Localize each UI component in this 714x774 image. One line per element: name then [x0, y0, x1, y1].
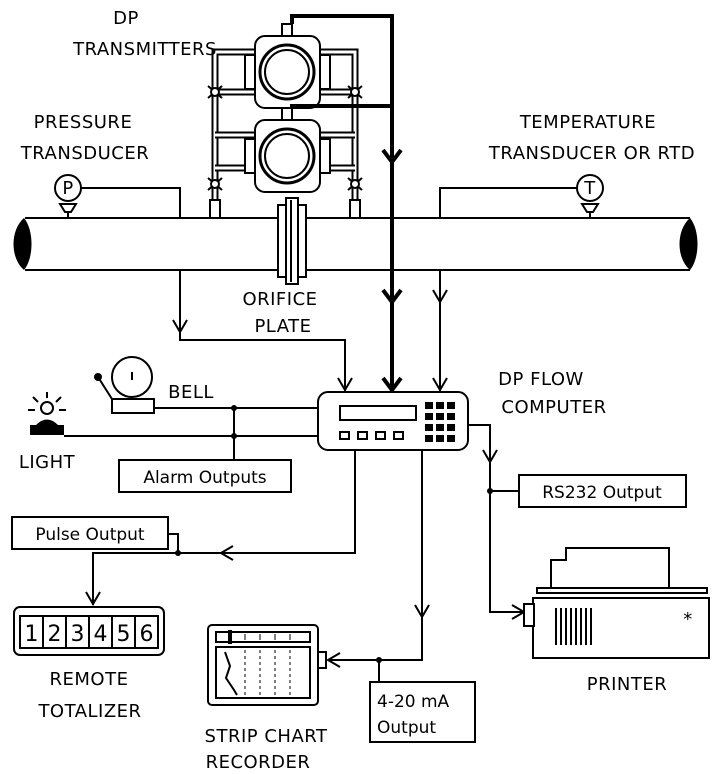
light-icon: [28, 392, 66, 435]
ma-output-label-2: Output: [377, 718, 436, 738]
rs232-output-box: RS232 Output: [518, 474, 687, 508]
remote-totalizer-label-2: TOTALIZER: [37, 701, 141, 722]
bell-label: BELL: [168, 382, 214, 403]
ma-output-label-1: 4-20 mA: [377, 692, 450, 712]
totalizer-digit: 5: [117, 622, 131, 647]
pressure-label-1: PRESSURE: [34, 112, 133, 133]
temperature-label-2: TRANSDUCER OR RTD: [488, 143, 695, 164]
dp-transmitters-label-2: TRANSMITTERS: [72, 39, 217, 60]
pulse-output-box: Pulse Output: [11, 516, 169, 550]
printer-mark: *: [683, 609, 693, 630]
orifice-label-2: PLATE: [254, 316, 311, 337]
pressure-label-2: TRANSDUCER: [20, 143, 149, 164]
rs232-signal-line: [468, 424, 525, 613]
pulse-signal-line: [92, 450, 356, 605]
orifice-label-1: ORIFICE: [242, 289, 317, 310]
printer-label: PRINTER: [587, 674, 668, 695]
pulse-output-label: Pulse Output: [35, 525, 145, 545]
temperature-signal-line: [439, 187, 577, 392]
totalizer-digit: 6: [140, 622, 154, 647]
totalizer-digit: 4: [94, 622, 108, 647]
strip-chart-label-1: STRIP CHART: [205, 726, 328, 747]
flow-computer-label-1: DP FLOW: [498, 369, 584, 390]
pressure-transducer-icon: P: [54, 174, 82, 218]
dp-flow-computer-icon: [317, 391, 469, 451]
pressure-symbol: P: [62, 178, 73, 199]
dp-signal-lines: [290, 14, 403, 394]
bell-icon: [94, 356, 155, 414]
ma-signal-line: [328, 450, 423, 661]
strip-chart-recorder-icon: [207, 624, 327, 706]
alarm-outputs-box: Alarm Outputs: [118, 459, 292, 493]
alarm-outputs-label: Alarm Outputs: [143, 468, 266, 488]
temperature-symbol: T: [583, 178, 596, 199]
temperature-transducer-icon: T: [576, 174, 604, 218]
rs232-output-label: RS232 Output: [542, 483, 662, 503]
dp-transmitters-label-1: DP: [113, 8, 139, 29]
pipe-end-right-icon: [679, 218, 698, 270]
orifice-plate-icon: [277, 197, 307, 285]
flow-computer-label-2: COMPUTER: [501, 397, 606, 418]
totalizer-digit: 2: [48, 622, 62, 647]
totalizer-digit: 1: [25, 622, 39, 647]
ma-output-box: 4-20 mA Output: [369, 681, 476, 743]
totalizer-digit: 3: [71, 622, 85, 647]
dp-transmitters-icon: [207, 23, 363, 219]
light-label: LIGHT: [19, 452, 76, 473]
valve-icon: [207, 85, 363, 191]
pressure-signal-line: [81, 187, 346, 392]
temperature-label-1: TEMPERATURE: [519, 112, 656, 133]
labels: DP TRANSMITTERS PRESSURE TRANSDUCER TEMP…: [19, 8, 695, 773]
strip-chart-label-2: RECORDER: [206, 752, 311, 773]
pipe: [13, 217, 698, 271]
remote-totalizer-label-1: REMOTE: [50, 669, 129, 690]
printer-icon: *: [523, 547, 710, 659]
pipe-end-left-icon: [13, 218, 32, 270]
